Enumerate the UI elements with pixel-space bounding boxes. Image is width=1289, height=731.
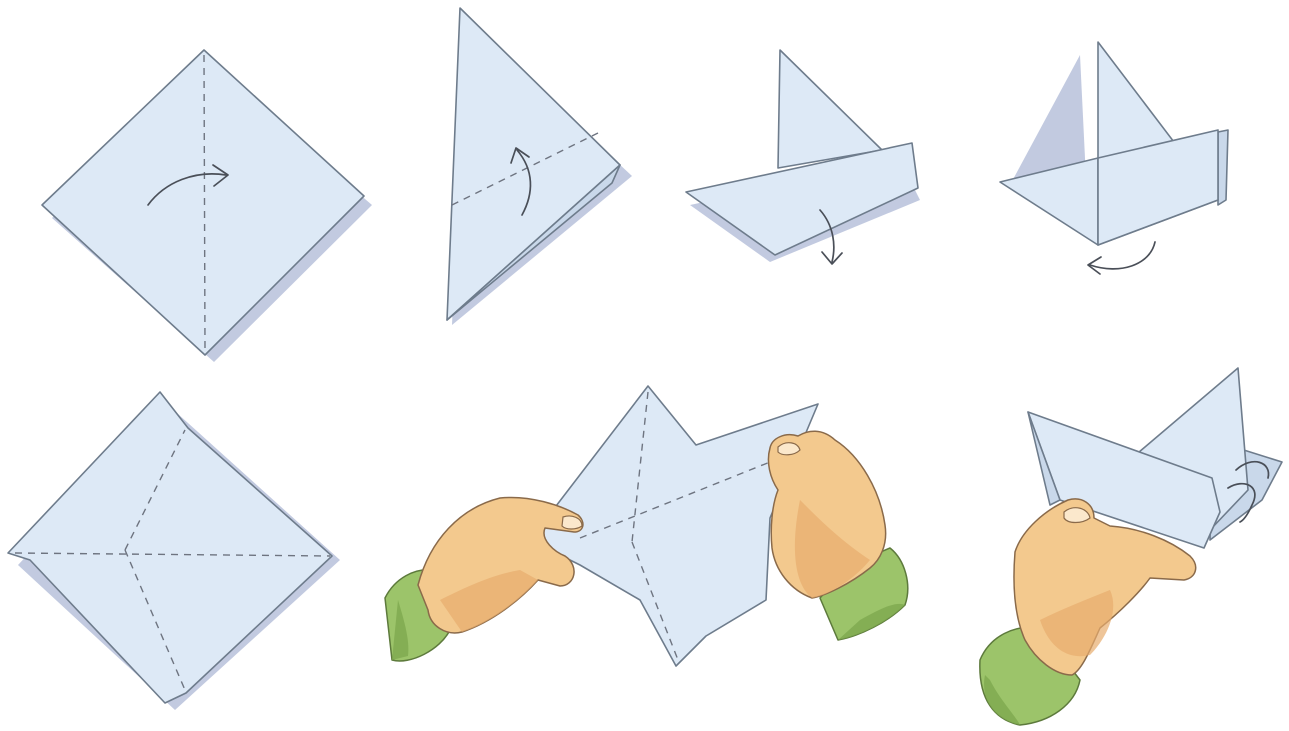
step-4-hat-shape — [1000, 42, 1228, 274]
step-6-hands-pulling-paper — [385, 386, 908, 666]
step-3-triangle-with-flap — [686, 50, 920, 264]
step-5-creased-diamond — [8, 392, 340, 710]
left-hand — [418, 497, 583, 632]
step-7-finished-boat — [980, 368, 1282, 725]
step-2-folded-triangle — [447, 8, 632, 325]
right-thumbnail — [778, 443, 800, 455]
step-4-fold-arrow-icon — [1090, 242, 1155, 269]
step-1-square-diamond — [42, 50, 372, 362]
